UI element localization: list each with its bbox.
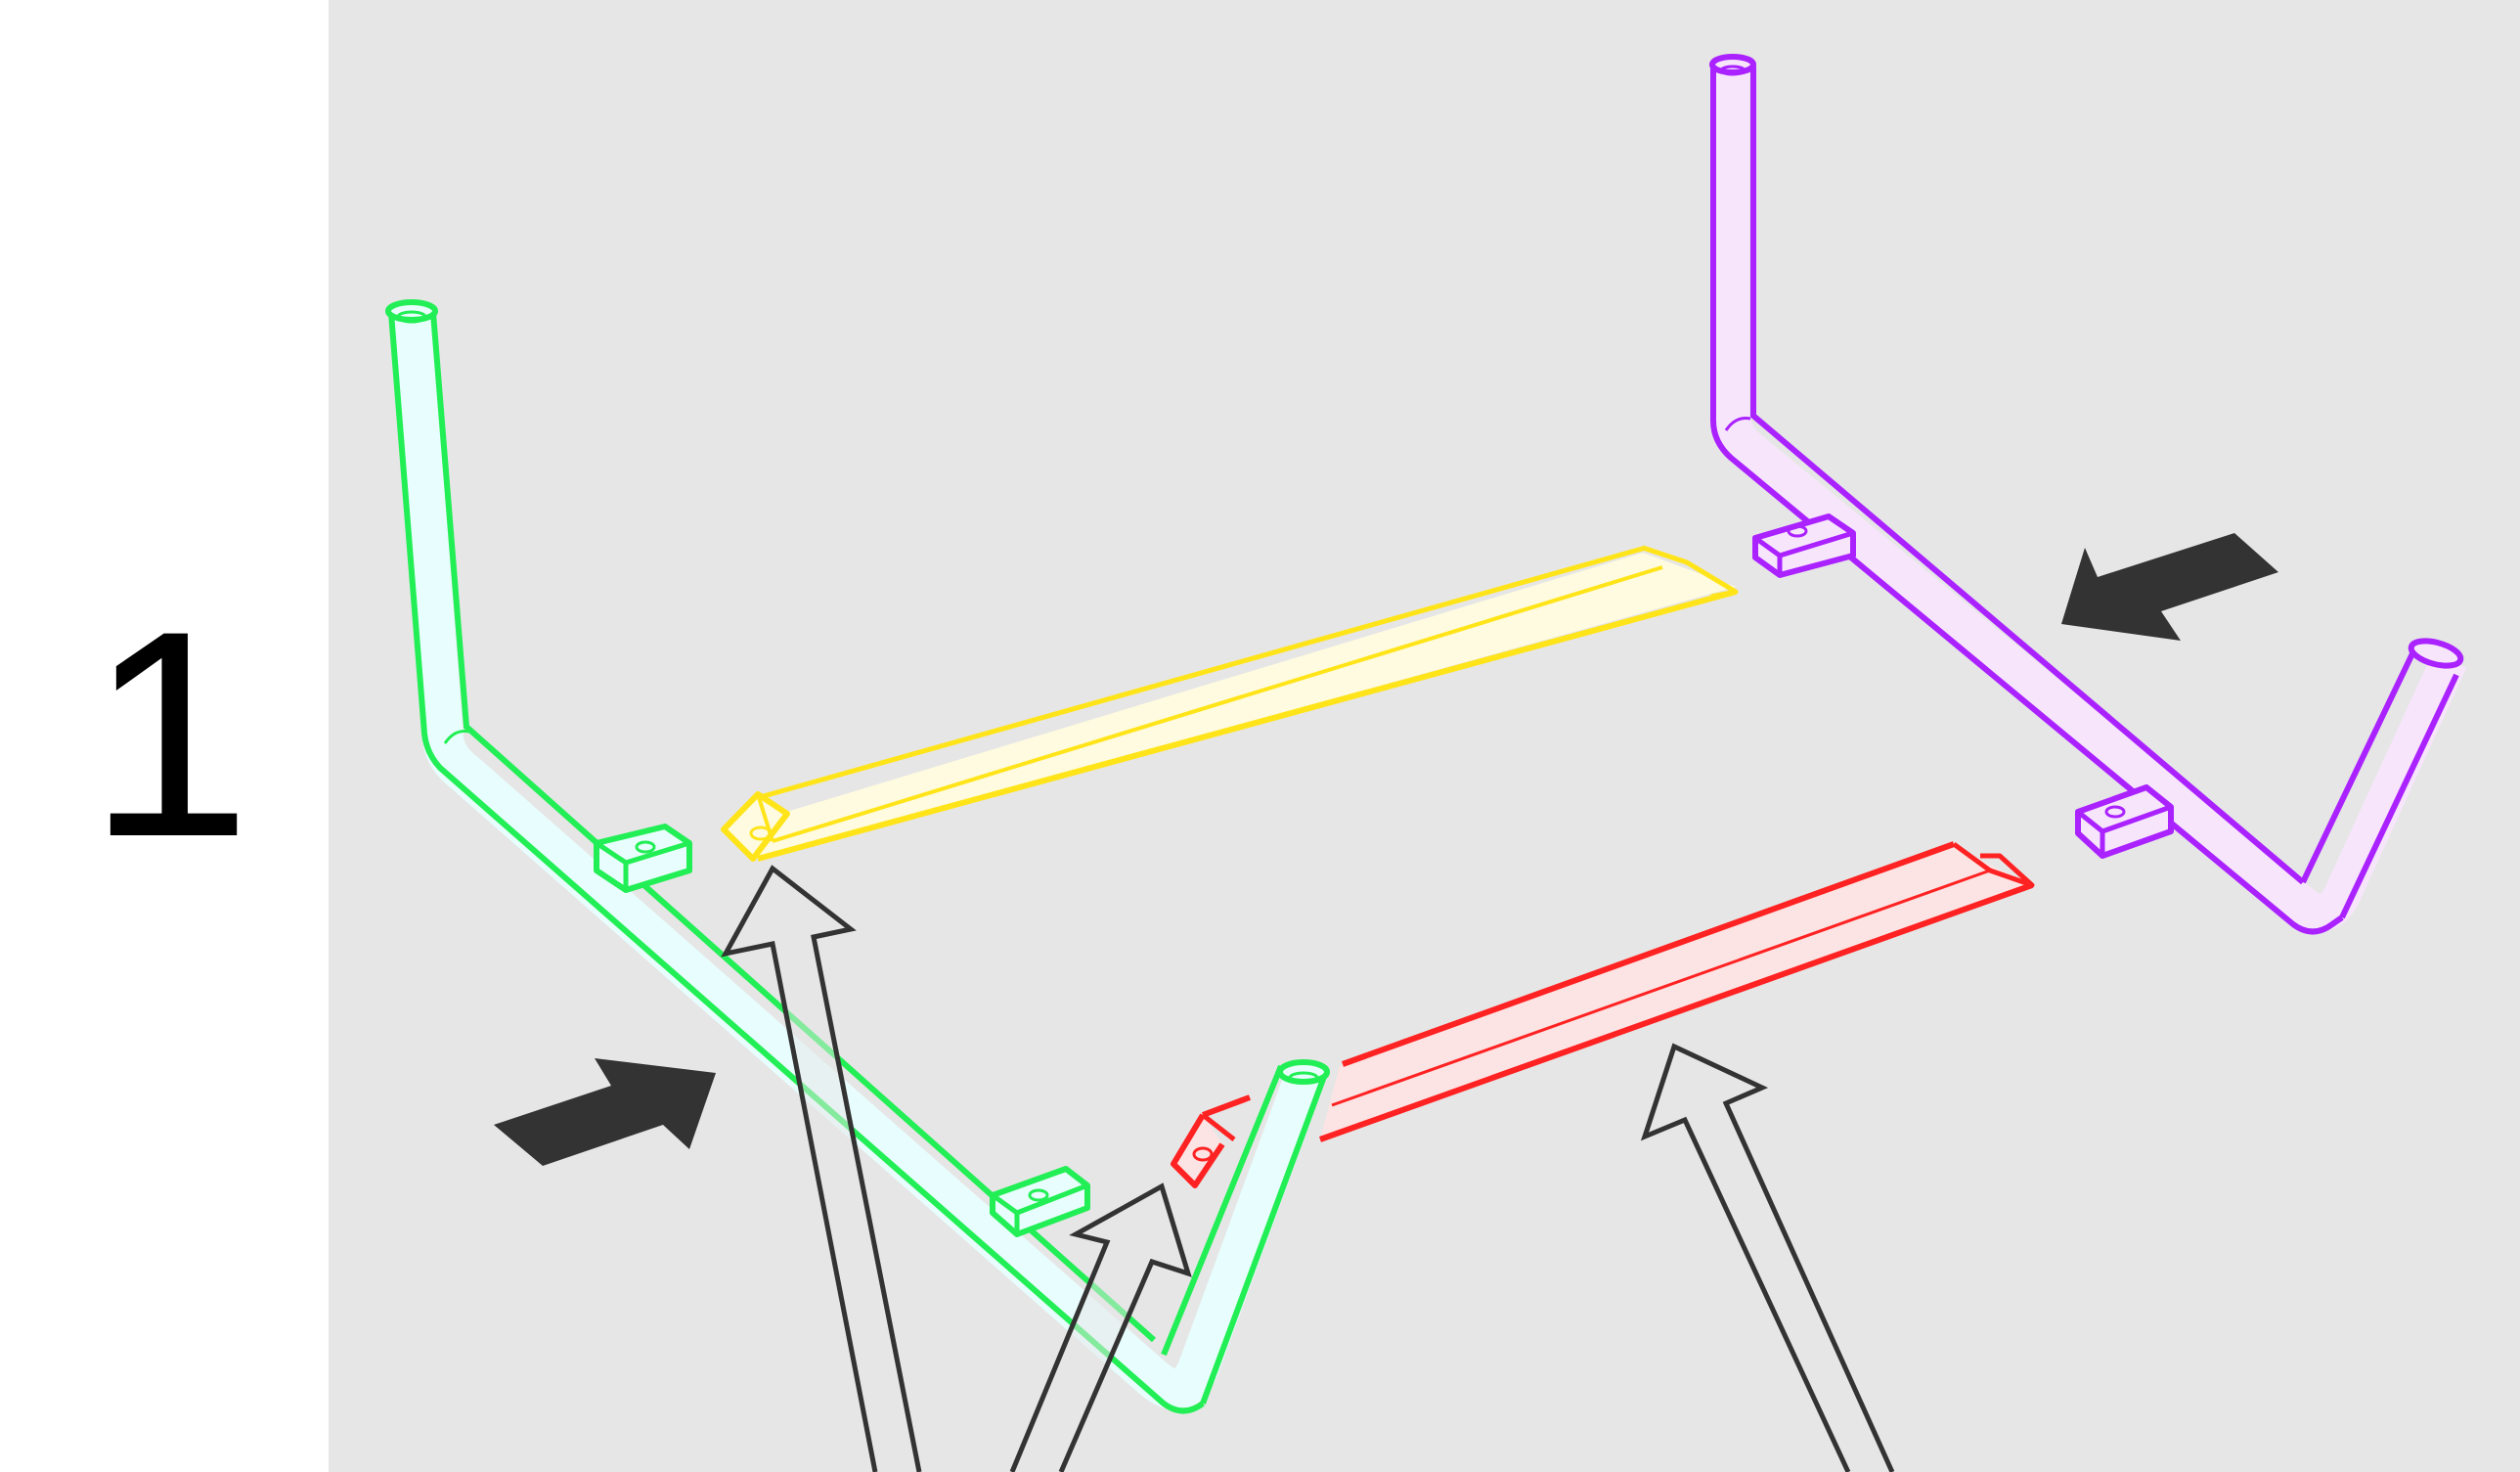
back-rail xyxy=(721,545,1739,862)
assembly-canvas xyxy=(329,0,2520,1472)
bracket-left-back xyxy=(594,824,692,893)
bracket-right-back xyxy=(1752,513,1856,578)
right-leg-frame xyxy=(1709,54,2467,935)
solid-arrow-icon xyxy=(494,1058,716,1166)
step-panel: 1 xyxy=(0,0,329,1472)
outline-arrow-icon xyxy=(1009,1182,1192,1472)
step-number: 1 xyxy=(88,569,251,898)
outline-arrow-icon xyxy=(1640,1043,1895,1472)
front-rail xyxy=(1171,841,2035,1188)
outline-arrow-icon xyxy=(721,865,922,1472)
bracket-right-front xyxy=(2075,784,2174,859)
bracket-left-front xyxy=(990,1166,1090,1237)
solid-arrow-icon xyxy=(2061,533,2278,641)
left-leg-frame xyxy=(385,299,1330,1414)
